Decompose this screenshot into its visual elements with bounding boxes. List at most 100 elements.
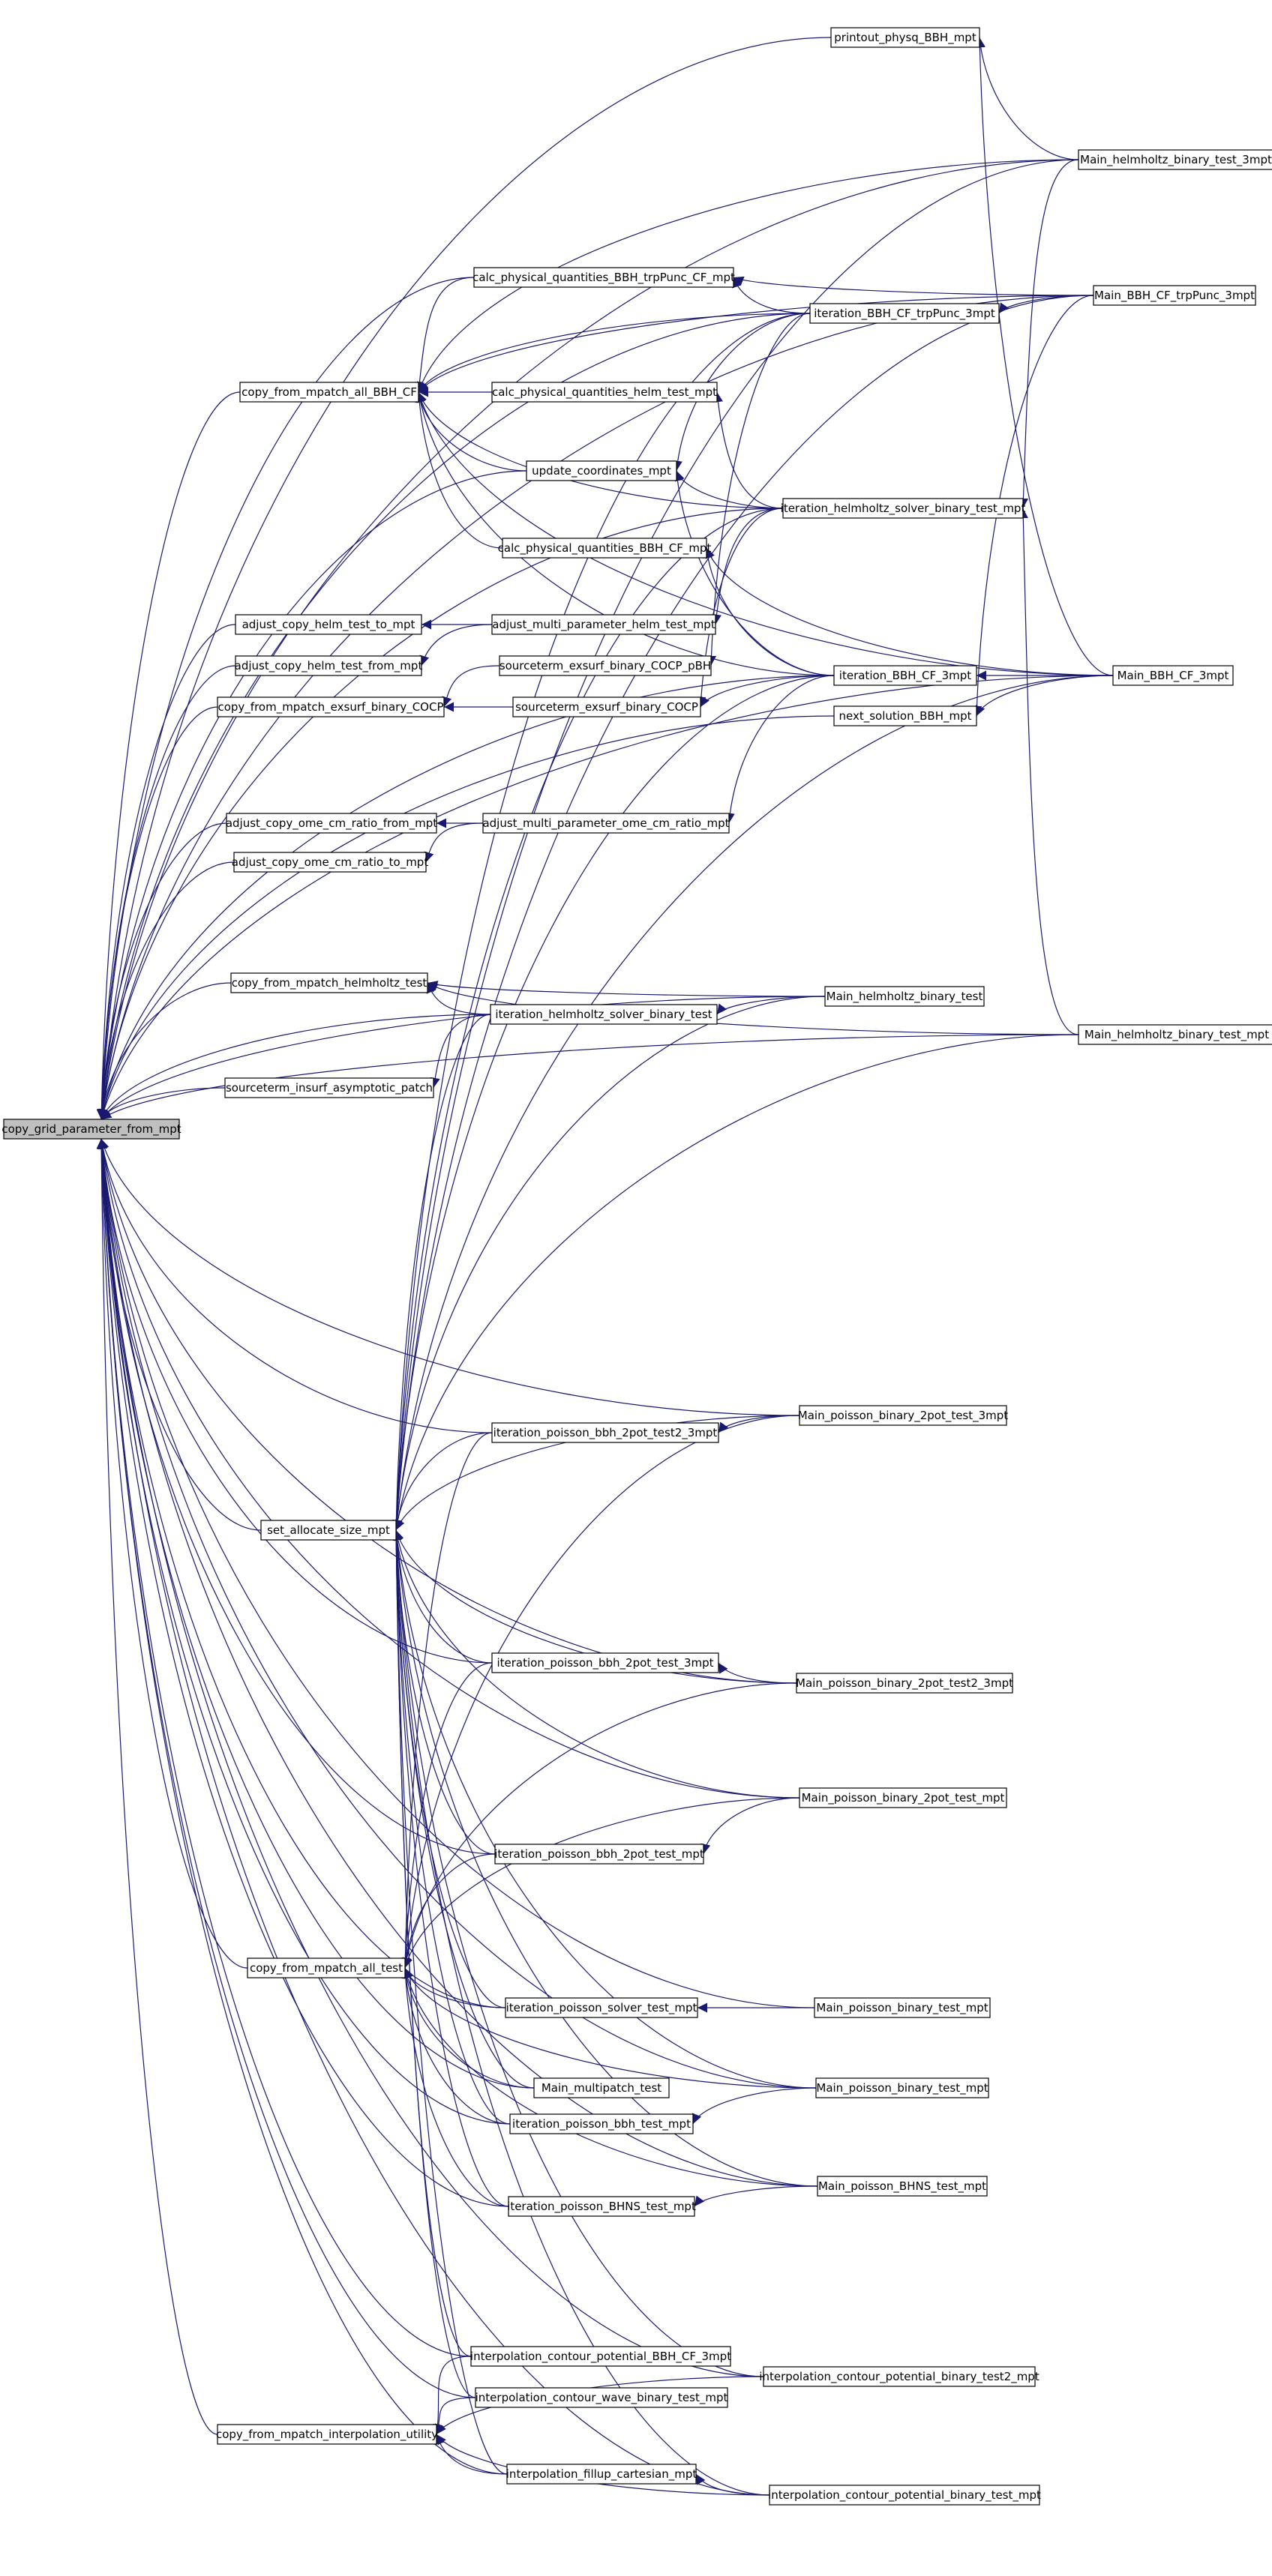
node-iteration-bbh-cf-trppunc-3mpt[interactable]: iteration_BBH_CF_trpPunc_3mpt bbox=[809, 303, 1000, 324]
edge-n7-n9 bbox=[712, 391, 784, 509]
node-set-allocate-size-mpt[interactable]: set_allocate_size_mpt bbox=[260, 1520, 397, 1541]
node-box bbox=[226, 813, 437, 834]
node-box bbox=[494, 1844, 704, 1865]
node-sourceterm-exsurf-binary-cocp-pbh[interactable]: sourceterm_exsurf_binary_COCP_pBH bbox=[499, 655, 712, 676]
node-iteration-poisson-bhns-test-mpt[interactable]: iteration_poisson_BHNS_test_mpt bbox=[507, 2196, 696, 2217]
node-label: Main_BBH_CF_trpPunc_3mpt bbox=[1094, 289, 1255, 303]
node-main-poisson-binary-2pot-test2-3mpt[interactable]: Main_poisson_binary_2pot_test2_3mpt bbox=[796, 1673, 1013, 1694]
node-copy-grid-parameter-from-mpt[interactable]: copy_grid_parameter_from_mpt bbox=[2, 1119, 182, 1140]
edge-n25-n24 bbox=[716, 996, 826, 1015]
node-box bbox=[1093, 285, 1256, 306]
edge-n35-n29 bbox=[400, 1415, 800, 1969]
edge-n6-n2 bbox=[417, 159, 1079, 393]
edge-n1-n2 bbox=[975, 37, 1079, 160]
edge-root-n24 bbox=[100, 996, 826, 1120]
node-box bbox=[769, 2485, 1040, 2506]
node-adjust-multi-parameter-ome-cm-ratio-mpt[interactable]: adjust_multi_parameter_ome_cm_ratio_mpt bbox=[482, 813, 730, 834]
node-copy-from-mpatch-interpolation-utility[interactable]: copy_from_mpatch_interpolation_utility bbox=[216, 2424, 438, 2445]
node-label: copy_from_mpatch_interpolation_utility bbox=[216, 2428, 438, 2442]
node-copy-from-mpatch-all-test[interactable]: copy_from_mpatch_all_test bbox=[247, 1957, 406, 1978]
node-box bbox=[473, 267, 734, 288]
edge-n46-n45 bbox=[434, 2397, 476, 2435]
node-label: copy_from_mpatch_helmholtz_test bbox=[232, 976, 428, 990]
node-box bbox=[230, 972, 428, 993]
node-main-poisson-binary-test-mpt[interactable]: Main_poisson_binary_test_mpt bbox=[815, 2077, 989, 2098]
node-label: iteration_poisson_bbh_2pot_test_3mpt bbox=[496, 1656, 713, 1670]
node-update-coordinates-mpt[interactable]: update_coordinates_mpt bbox=[526, 460, 677, 481]
node-copy-from-mpatch-helmholtz-test[interactable]: copy_from_mpatch_helmholtz_test bbox=[230, 972, 428, 993]
node-box bbox=[3, 1119, 180, 1140]
node-interpolation-contour-potential-binary-test2-mpt[interactable]: interpolation_contour_potential_binary_t… bbox=[759, 2366, 1040, 2387]
node-interpolation-fillup-cartesian-mpt[interactable]: interpolation_fillup_cartesian_mpt bbox=[506, 2464, 698, 2485]
edge-n19-n16 bbox=[975, 675, 1114, 717]
edge-n30-n33 bbox=[392, 1529, 800, 1799]
node-adjust-copy-ome-cm-ratio-from-mpt[interactable]: adjust_copy_ome_cm_ratio_from_mpt bbox=[226, 813, 437, 834]
node-label: adjust_copy_ome_cm_ratio_from_mpt bbox=[226, 816, 437, 831]
edge-n30-n2 bbox=[392, 159, 1079, 1531]
node-label: copy_from_mpatch_all_BBH_CF bbox=[242, 385, 417, 400]
node-iteration-helmholtz-solver-binary-test[interactable]: iteration_helmholtz_solver_binary_test bbox=[490, 1004, 718, 1025]
node-copy-from-mpatch-exsurf-binary-cocp[interactable]: copy_from_mpatch_exsurf_binary_COCP bbox=[217, 696, 445, 717]
edge-root-n45 bbox=[96, 1138, 476, 2398]
node-iteration-helmholtz-solver-binary-test-mpt[interactable]: iteration_helmholtz_solver_binary_test_m… bbox=[781, 498, 1026, 519]
edge-n6-n5 bbox=[418, 295, 1094, 393]
node-sourceterm-exsurf-binary-cocp[interactable]: sourceterm_exsurf_binary_COCP bbox=[512, 696, 701, 717]
node-adjust-copy-helm-test-from-mpt[interactable]: adjust_copy_helm_test_from_mpt bbox=[235, 655, 423, 676]
node-printout-physq-bbh-mpt[interactable]: printout_physq_BBH_mpt bbox=[830, 27, 980, 48]
edge-n30-n25 bbox=[391, 1014, 491, 1531]
node-adjust-copy-helm-test-to-mpt[interactable]: adjust_copy_helm_test_to_mpt bbox=[235, 614, 422, 635]
edge-root-n37 bbox=[97, 1138, 815, 2008]
node-main-bbh-cf-trppunc-3mpt[interactable]: Main_BBH_CF_trpPunc_3mpt bbox=[1093, 285, 1256, 306]
node-interpolation-contour-wave-binary-test-mpt[interactable]: interpolation_contour_wave_binary_test_m… bbox=[475, 2387, 728, 2408]
edge-n18-n9 bbox=[696, 508, 784, 708]
node-main-poisson-binary-2pot-test-3mpt[interactable]: Main_poisson_binary_2pot_test_3mpt bbox=[798, 1405, 1009, 1426]
node-label: Main_helmholtz_binary_test bbox=[826, 990, 983, 1004]
node-box bbox=[505, 1997, 698, 2018]
node-calc-physical-quantities-bbh-trppunc-cf-mpt[interactable]: calc_physical_quantities_BBH_trpPunc_CF_… bbox=[472, 267, 735, 288]
node-calc-physical-quantities-bbh-cf-mpt[interactable]: calc_physical_quantities_BBH_CF_mpt bbox=[498, 538, 712, 559]
node-iteration-poisson-solver-test-mpt[interactable]: iteration_poisson_solver_test_mpt bbox=[505, 1997, 698, 2018]
node-main-poisson-binary-test-mpt[interactable]: Main_poisson_binary_test_mpt bbox=[814, 1997, 991, 2018]
edge-n35-n40 bbox=[400, 1967, 511, 2125]
node-box bbox=[235, 655, 422, 676]
node-main-bbh-cf-3mpt[interactable]: Main_BBH_CF_3mpt bbox=[1112, 665, 1234, 686]
node-label: interpolation_contour_potential_binary_t… bbox=[759, 2370, 1040, 2384]
node-main-poisson-binary-2pot-test-mpt[interactable]: Main_poisson_binary_2pot_test_mpt bbox=[799, 1787, 1007, 1808]
node-label: Main_poisson_BHNS_test_mpt bbox=[818, 2179, 986, 2194]
node-main-helmholtz-binary-test-mpt[interactable]: Main_helmholtz_binary_test_mpt bbox=[1078, 1024, 1272, 1045]
edge-n30-n5 bbox=[392, 295, 1094, 1531]
node-label: next_solution_BBH_mpt bbox=[838, 709, 971, 723]
node-label: update_coordinates_mpt bbox=[532, 464, 671, 478]
edge-root-n25 bbox=[100, 1014, 491, 1120]
node-iteration-poisson-bbh-2pot-test2-3mpt[interactable]: iteration_poisson_bbh_2pot_test2_3mpt bbox=[491, 1422, 719, 1443]
node-copy-from-mpatch-all-bbh-cf[interactable]: copy_from_mpatch_all_BBH_CF bbox=[239, 382, 419, 403]
node-main-multipatch-test[interactable]: Main_multipatch_test bbox=[533, 2077, 670, 2098]
node-label: adjust_multi_parameter_ome_cm_ratio_mpt bbox=[482, 816, 729, 831]
node-sourceterm-insurf-asymptotic-patch[interactable]: sourceterm_insurf_asymptotic_patch bbox=[224, 1077, 434, 1098]
node-label: set_allocate_size_mpt bbox=[267, 1523, 390, 1538]
node-box bbox=[506, 2464, 697, 2485]
node-main-helmholtz-binary-test[interactable]: Main_helmholtz_binary_test bbox=[824, 986, 985, 1007]
edge-n6-n10 bbox=[414, 391, 503, 549]
node-calc-physical-quantities-helm-test-mpt[interactable]: calc_physical_quantities_helm_test_mpt bbox=[491, 382, 718, 403]
node-main-helmholtz-binary-test-3mpt[interactable]: Main_helmholtz_binary_test_3mpt bbox=[1078, 149, 1272, 170]
node-label: copy_grid_parameter_from_mpt bbox=[2, 1122, 181, 1137]
node-main-poisson-bhns-test-mpt[interactable]: Main_poisson_BHNS_test_mpt bbox=[817, 2176, 988, 2197]
edge-n8-n4 bbox=[672, 313, 811, 472]
edge-root-n35 bbox=[96, 1138, 248, 1969]
node-iteration-bbh-cf-3mpt[interactable]: iteration_BBH_CF_3mpt bbox=[833, 665, 977, 686]
node-iteration-poisson-bbh-test-mpt[interactable]: iteration_poisson_bbh_test_mpt bbox=[509, 2113, 694, 2134]
node-adjust-copy-ome-cm-ratio-to-mpt[interactable]: adjust_copy_ome_cm_ratio_to_mpt bbox=[232, 852, 429, 873]
node-label: iteration_poisson_bbh_2pot_test_mpt bbox=[494, 1847, 704, 1862]
edge-n14-n4 bbox=[706, 313, 811, 666]
node-label: adjust_copy_helm_test_to_mpt bbox=[242, 618, 416, 632]
node-interpolation-contour-potential-bbh-cf-3mpt[interactable]: interpolation_contour_potential_BBH_CF_3… bbox=[470, 2346, 731, 2367]
node-iteration-poisson-bbh-2pot-test-mpt[interactable]: iteration_poisson_bbh_2pot_test_mpt bbox=[494, 1844, 704, 1865]
node-iteration-poisson-bbh-2pot-test-3mpt[interactable]: iteration_poisson_bbh_2pot_test_3mpt bbox=[491, 1652, 719, 1673]
node-box bbox=[814, 1997, 991, 2018]
node-next-solution-bbh-mpt[interactable]: next_solution_BBH_mpt bbox=[833, 705, 977, 726]
node-interpolation-contour-potential-binary-test-mpt[interactable]: interpolation_contour_potential_binary_t… bbox=[768, 2485, 1041, 2506]
node-label: iteration_poisson_bbh_2pot_test2_3mpt bbox=[494, 1426, 718, 1440]
node-box bbox=[830, 27, 980, 48]
node-adjust-multi-parameter-helm-test-mpt[interactable]: adjust_multi_parameter_helm_test_mpt bbox=[491, 614, 716, 635]
